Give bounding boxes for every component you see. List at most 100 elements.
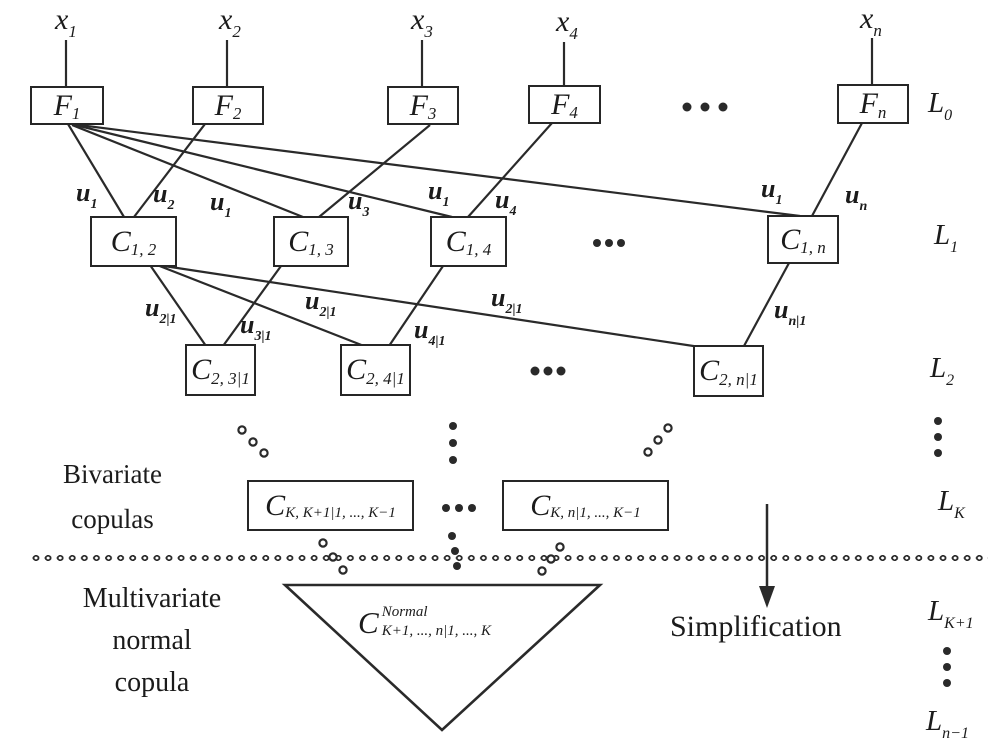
main: C — [530, 488, 551, 522]
layer-label-LK: LK — [938, 485, 965, 522]
simplification-label: Simplification — [670, 610, 842, 643]
main: F — [551, 87, 570, 121]
edge-C12-C2n — [163, 264, 701, 349]
main: C — [110, 224, 131, 258]
dot — [449, 422, 457, 430]
dot — [543, 366, 553, 376]
sub: n — [873, 21, 882, 40]
layer-label-L0: L0 — [928, 87, 952, 124]
var-label-xn: xn — [860, 2, 882, 40]
dot — [700, 102, 710, 112]
caption-line: Multivariate — [82, 583, 222, 614]
dot — [556, 366, 566, 376]
main: F — [859, 87, 878, 120]
dot — [617, 239, 625, 247]
dot — [449, 456, 457, 464]
sub: 1 — [224, 206, 232, 221]
sub: 2 — [232, 22, 241, 41]
sub: 3 — [362, 205, 370, 220]
main: C — [346, 353, 367, 386]
sub: 1 — [71, 104, 81, 123]
ring — [653, 435, 663, 445]
main: x — [556, 5, 570, 38]
caption-line: normal — [112, 625, 192, 656]
main: C — [358, 605, 379, 640]
dot — [934, 433, 942, 441]
main: L — [934, 219, 951, 251]
layer-label-L2: L2 — [930, 354, 954, 389]
sub: 4 — [569, 103, 578, 122]
ring — [546, 554, 556, 564]
edge-label-u1-C13: u1 — [210, 189, 231, 221]
main: x — [55, 3, 69, 36]
separator-dotted-line — [30, 552, 988, 564]
multivariate-normal-copula-triangle — [281, 583, 604, 732]
edge-label-u1-C14: u1 — [428, 176, 449, 210]
layer-label-LK1: LK+1 — [928, 597, 974, 632]
caption-line: Bivariate — [63, 459, 162, 489]
edge-Fn-C1n — [811, 122, 863, 217]
dot — [451, 547, 459, 555]
edge-F4-C14 — [467, 122, 553, 218]
main: x — [860, 2, 874, 35]
sub: 2, n|1 — [719, 369, 758, 389]
main: u — [761, 174, 776, 203]
ellipsis-c2-row — [530, 366, 566, 376]
sub: 1 — [68, 22, 77, 41]
sub: 2, 3|1 — [211, 368, 250, 388]
sub: 3|1 — [254, 329, 272, 344]
sub: 1, n — [800, 238, 826, 257]
main: u — [491, 283, 506, 312]
main: u — [495, 185, 510, 214]
main: u — [348, 186, 363, 215]
main: C — [699, 354, 720, 387]
main: u — [845, 180, 860, 209]
edge-F2-C12 — [133, 123, 206, 218]
edge-F1-C13 — [71, 123, 304, 219]
omitted-edge-rings-left — [237, 425, 269, 458]
edge-label-u3-C13: u3 — [348, 186, 369, 220]
var-label-x3: x3 — [411, 5, 433, 41]
main: x — [219, 3, 233, 36]
main: L — [938, 485, 955, 517]
edge-label-u31-C23: u3|1 — [240, 312, 272, 344]
sub: 2, 4|1 — [366, 368, 405, 388]
sub: 2|1 — [505, 302, 523, 317]
sub: 2 — [946, 372, 955, 389]
dot — [605, 239, 613, 247]
sub: 1, 2 — [130, 240, 157, 259]
ellipsis-middle-lower — [448, 532, 461, 570]
sub: 2|1 — [159, 312, 177, 327]
main: u — [428, 176, 443, 205]
dot — [530, 366, 540, 376]
main: u — [76, 178, 91, 207]
edge-C13-C23 — [222, 265, 282, 347]
omitted-edge-rings-to-triangle-left — [318, 538, 348, 575]
dot — [449, 439, 457, 447]
edge-label-u41-C24: u4|1 — [414, 317, 446, 349]
ellipsis-f-row — [682, 102, 728, 112]
sub: 1 — [90, 197, 98, 212]
main: L — [928, 87, 945, 119]
dot — [593, 239, 601, 247]
var-label-x4: x4 — [556, 5, 578, 43]
edge-C12-C24 — [156, 263, 365, 348]
sub: n — [859, 199, 868, 214]
sub: 1 — [775, 193, 783, 208]
var-label-x1: x1 — [55, 3, 77, 41]
sub: 3 — [424, 22, 433, 41]
sub: 2 — [232, 104, 242, 123]
edge-label-u1-C12: u1 — [76, 178, 97, 212]
